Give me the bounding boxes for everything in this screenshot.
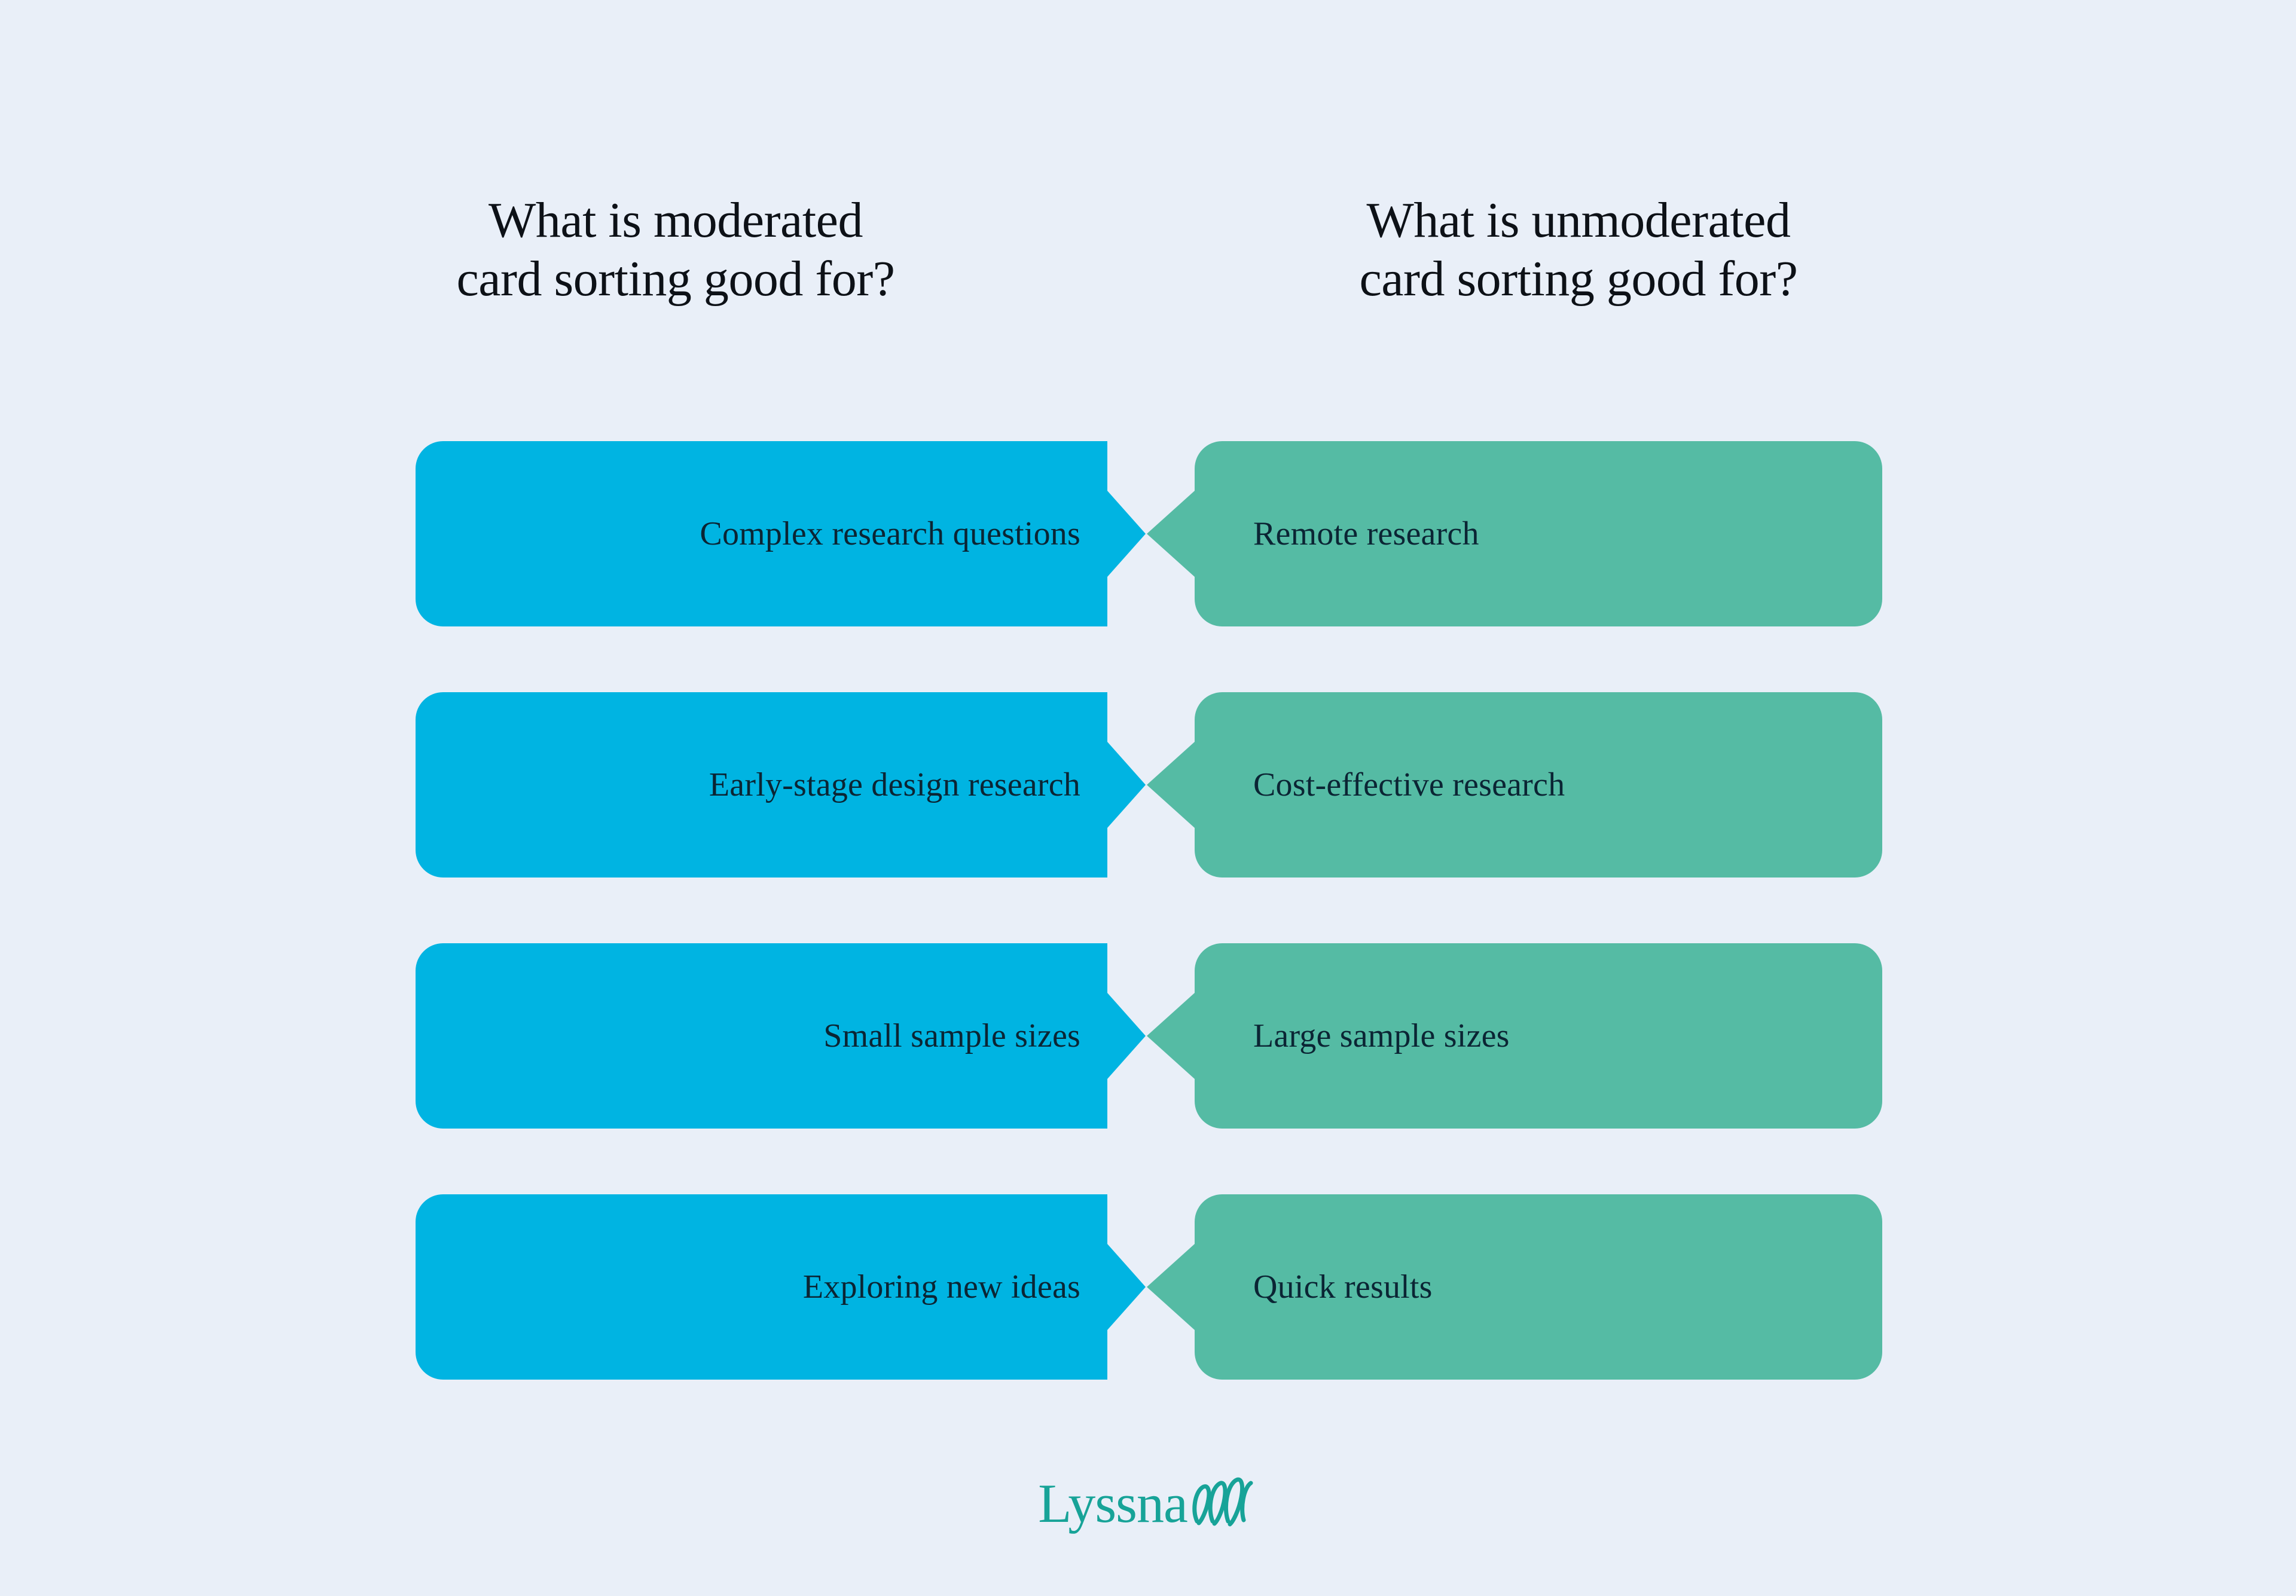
moderated-card-shape[interactable] bbox=[416, 943, 1146, 1129]
comparison-row: Exploring new ideas Quick results bbox=[0, 1194, 2296, 1380]
unmoderated-column-heading: What is unmoderated card sorting good fo… bbox=[1359, 192, 1798, 307]
moderated-card-label: Exploring new ideas bbox=[802, 1268, 1080, 1305]
moderated-card-label: Early-stage design research bbox=[709, 766, 1080, 803]
comparison-row: Early-stage design research Cost-effectiv… bbox=[0, 692, 2296, 878]
row-shapes bbox=[416, 692, 1882, 878]
moderated-card-label: Small sample sizes bbox=[823, 1017, 1080, 1054]
lyssna-logo: Lyssna bbox=[1016, 1467, 1280, 1539]
comparison-row: Small sample sizes Large sample sizes bbox=[0, 943, 2296, 1129]
unmoderated-card-label: Cost-effective research bbox=[1253, 766, 1565, 803]
row-shapes bbox=[416, 943, 1882, 1129]
unmoderated-card-shape[interactable] bbox=[1147, 943, 1882, 1129]
unmoderated-card-shape[interactable] bbox=[1147, 692, 1882, 878]
moderated-card-shape[interactable] bbox=[416, 441, 1146, 626]
moderated-card-label: Complex research questions bbox=[700, 515, 1080, 552]
comparison-row: Complex research questions Remote researc… bbox=[0, 441, 2296, 626]
moderated-card-shape[interactable] bbox=[416, 692, 1146, 878]
unmoderated-card-label: Quick results bbox=[1253, 1268, 1433, 1305]
lyssna-wave-squiggle-icon bbox=[1192, 1477, 1253, 1527]
unmoderated-card-shape[interactable] bbox=[1147, 441, 1882, 626]
lyssna-wordmark: Lyssna bbox=[1038, 1473, 1188, 1534]
moderated-card-shape[interactable] bbox=[416, 1194, 1146, 1380]
moderated-column-heading: What is moderated card sorting good for? bbox=[456, 192, 895, 307]
unmoderated-card-label: Large sample sizes bbox=[1253, 1017, 1510, 1054]
unmoderated-card-label: Remote research bbox=[1253, 515, 1479, 552]
unmoderated-card-shape[interactable] bbox=[1147, 1194, 1882, 1380]
row-shapes bbox=[416, 441, 1882, 626]
row-shapes bbox=[416, 1194, 1882, 1380]
